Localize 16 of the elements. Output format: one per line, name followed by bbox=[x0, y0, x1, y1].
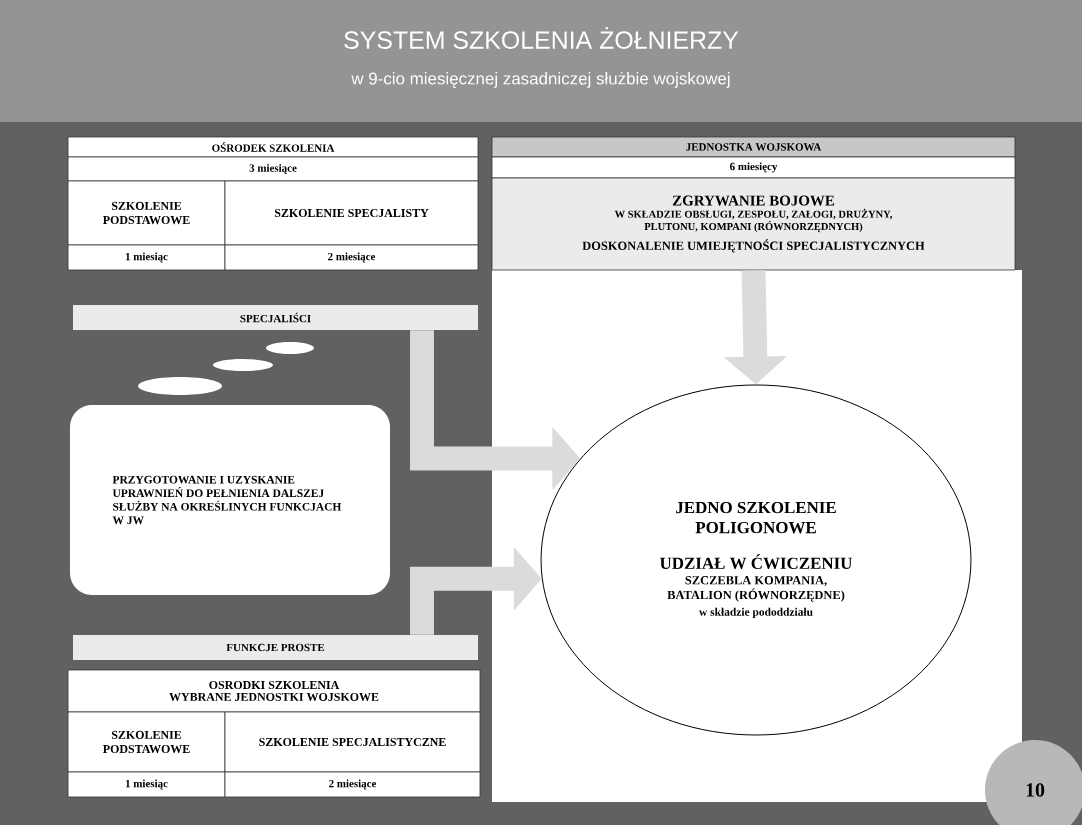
table-cell: 2 miesiące bbox=[224, 244, 479, 271]
table-cell: 1 miesiąc bbox=[67, 771, 226, 798]
header-cell: JEDNOSTKA WOJSKOWA bbox=[491, 136, 1016, 158]
table-cell: OSRODKI SZKOLENIA WYBRANE JEDNOSTKI WOJSKOWE bbox=[67, 669, 481, 713]
label-band: SPECJALIŚCI bbox=[73, 305, 478, 330]
rounded-box: PRZYGOTOWANIE I UZYSKANIE UPRAWNIEŃ DO PEŁNIENIA DALSZEJ SŁUŻBY NA OKREŚLINYCH FUNKCJACH W JW bbox=[70, 405, 390, 595]
ellipse-node: JEDNO SZKOLENIE POLIGONOWE UDZIAŁ W ĆWICZENIU SZCZEBLA KOMPANIA, BATALION (RÓWNORZĘDNE) w składzie pododdziału bbox=[540, 384, 972, 736]
table-cell: OŚRODEK SZKOLENIA bbox=[67, 136, 479, 158]
table-cell: 6 miesięcy bbox=[491, 156, 1016, 179]
table-cell: 3 miesiące bbox=[67, 156, 479, 182]
title: SYSTEM SZKOLENIA ŻOŁNIERZY bbox=[344, 27, 739, 49]
table-cell: 1 miesiąc bbox=[67, 244, 226, 271]
label-band: FUNKCJE PROSTE bbox=[73, 635, 478, 660]
table-cell: 2 miesiące bbox=[224, 771, 481, 798]
subtitle: w 9-cio miesięcznej zasadniczej służbie wojskowej bbox=[351, 72, 730, 88]
text-box: ZGRYWANIE BOJOWE W SKŁADZIE OBSŁUGI, ZESPOŁU, ZAŁOGI, DRUŻYNY, PLUTONU, KOMPANI (RÓWNORZĘDNYCH) DOSKONALENIE UMIEJĘTNOŚCI SPECJALISTYCZNYCH bbox=[491, 177, 1016, 271]
